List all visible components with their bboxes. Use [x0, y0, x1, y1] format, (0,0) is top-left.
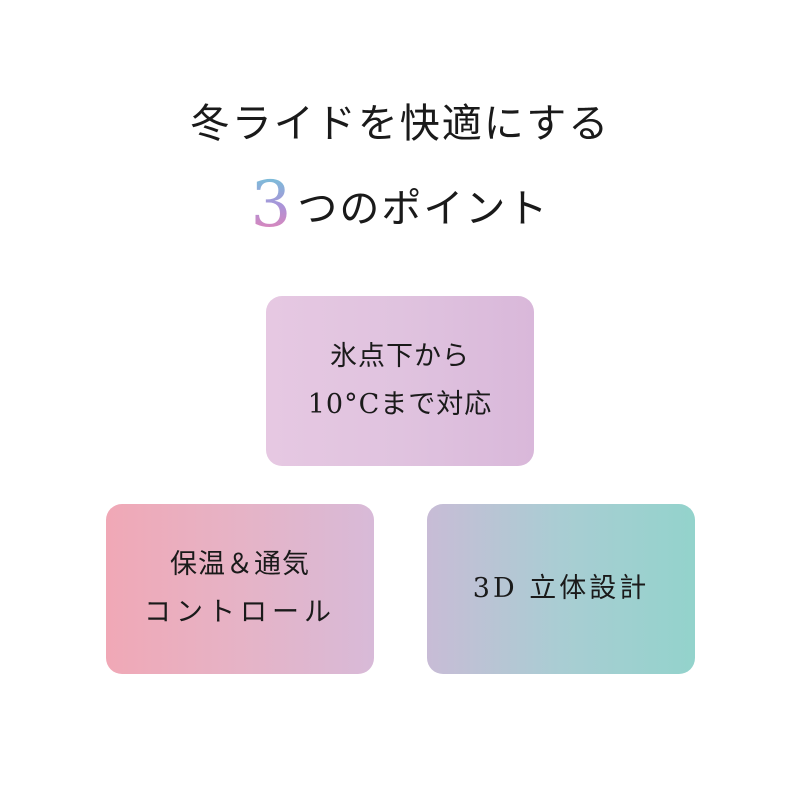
heading-number: 3: [250, 168, 292, 242]
point-card-3d-design-line1: 3D 立体設計: [472, 573, 650, 604]
point-card-temperature-line1: 氷点下から: [330, 341, 470, 372]
point-card-ventilation-line1: 保温＆通気: [170, 549, 310, 580]
point-card-temperature-line2: 10°Cまで対応: [307, 389, 493, 420]
heading-line2-text: つのポイント: [297, 186, 550, 232]
heading-line1: 冬ライドを快適にする: [189, 101, 611, 147]
point-card-ventilation: 保温＆通気 コントロール: [106, 504, 374, 674]
point-card-ventilation-line2: コントロール: [144, 597, 336, 628]
point-card-3d-design: 3D 立体設計: [427, 504, 695, 674]
point-card-temperature: 氷点下から 10°Cまで対応: [266, 296, 534, 466]
